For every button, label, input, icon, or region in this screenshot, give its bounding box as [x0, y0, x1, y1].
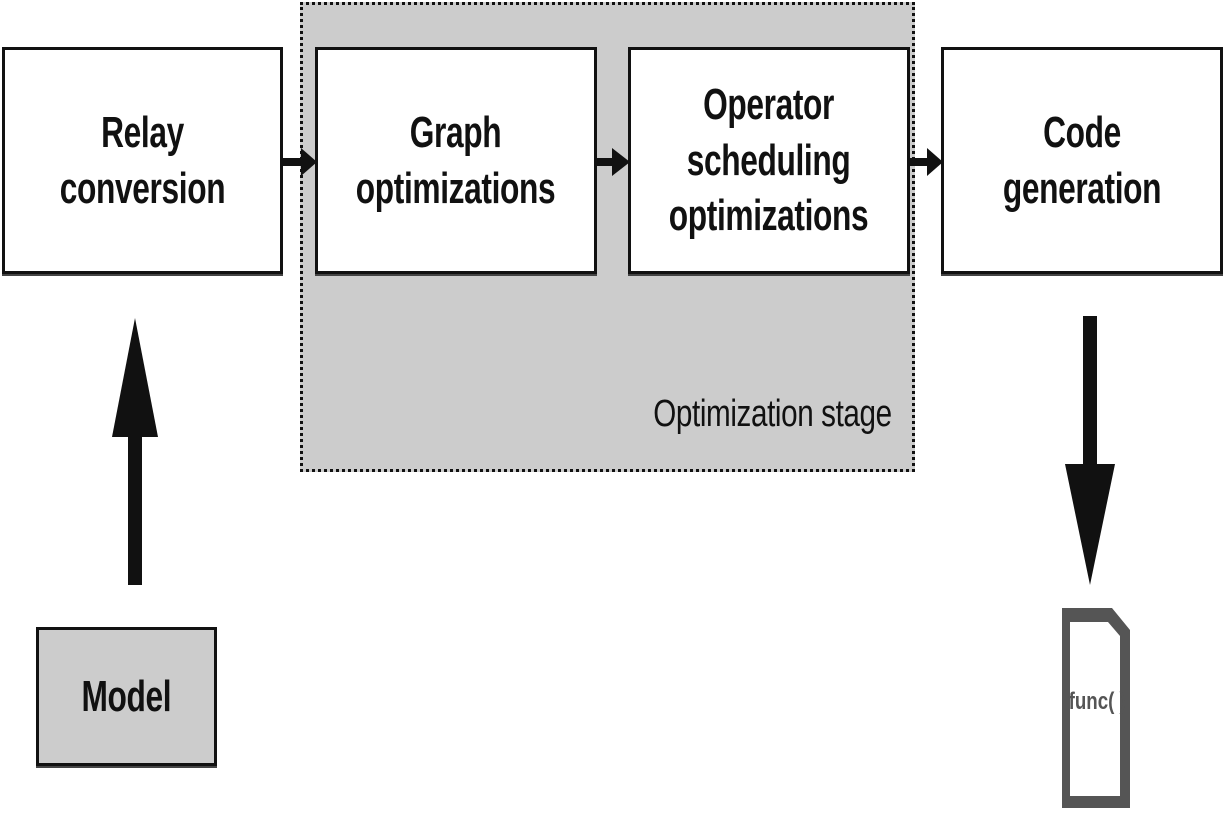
operator-scheduling-node: Operator scheduling optimizations: [628, 47, 910, 274]
arrow-scheduling-to-codegen: [910, 148, 943, 176]
arrow-relay-to-graph: [283, 148, 317, 176]
file-icon: [1062, 608, 1130, 808]
model-node: Model: [36, 627, 217, 766]
code-generation-node: Code generation: [941, 47, 1223, 274]
output-file-label: func( ): [1068, 688, 1126, 715]
optimization-stage-label: Optimization stage: [653, 393, 893, 435]
code-generation-label: Code generation: [1002, 107, 1162, 213]
graph-optimizations-node: Graph optimizations: [315, 47, 597, 274]
model-label: Model: [81, 671, 172, 721]
operator-scheduling-label: Operator scheduling optimizations: [669, 79, 869, 241]
arrow-graph-to-scheduling: [597, 148, 630, 176]
arrow-codegen-to-output: [1065, 316, 1115, 585]
relay-conversion-node: Relay conversion: [2, 47, 283, 274]
relay-conversion-label: Relay conversion: [59, 107, 226, 213]
graph-optimizations-label: Graph optimizations: [356, 107, 556, 213]
arrow-model-to-relay: [112, 318, 158, 585]
